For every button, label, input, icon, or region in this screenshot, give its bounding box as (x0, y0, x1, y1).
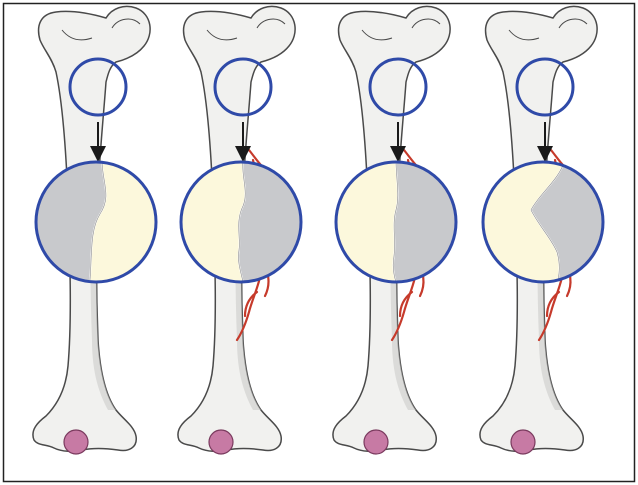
patella (364, 430, 388, 454)
patella (64, 430, 88, 454)
patella (209, 430, 233, 454)
patella (511, 430, 535, 454)
